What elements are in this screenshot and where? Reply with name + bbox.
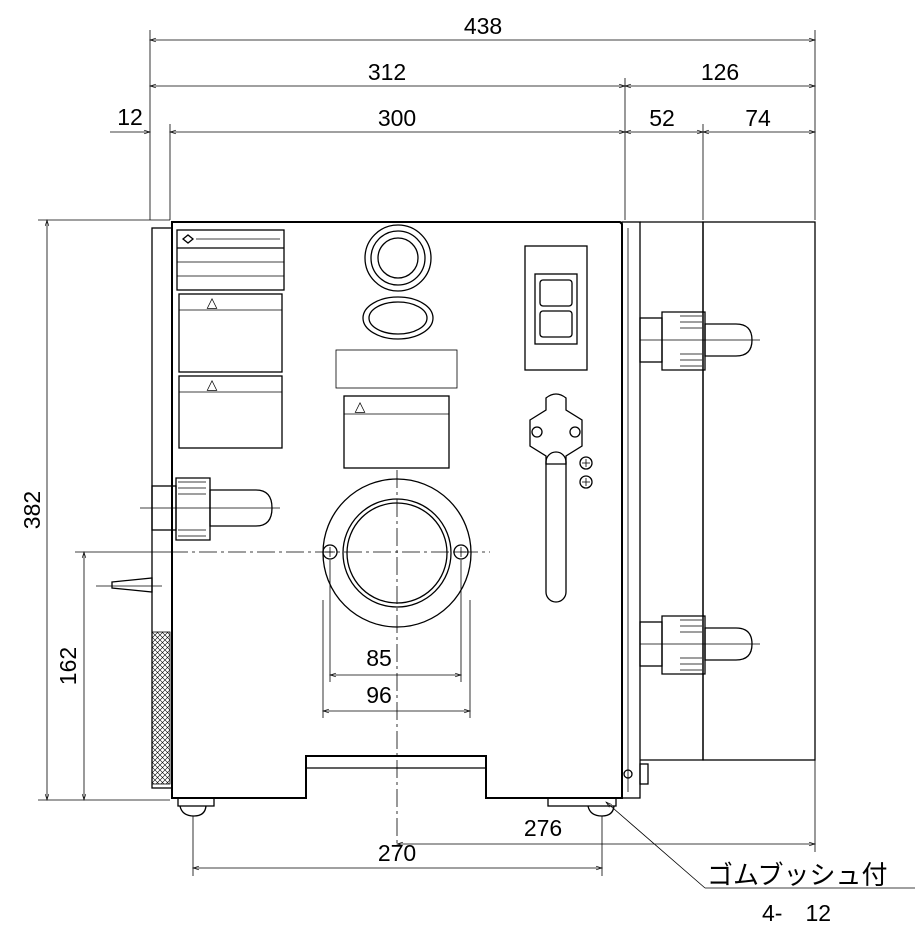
door-lever [529, 393, 593, 603]
dimension-312: 312 [148, 59, 627, 220]
oval-window [362, 296, 434, 340]
dimension-96: 96 [321, 600, 472, 718]
dimension-12: 12 [110, 104, 171, 220]
power-switch [524, 245, 588, 371]
dim-label-96: 96 [366, 682, 392, 708]
handle-left [96, 577, 162, 593]
diamond-logo-icon [181, 234, 195, 244]
dim-label-300: 300 [378, 105, 416, 131]
dim-label-438: 438 [464, 13, 502, 39]
dimension-270: 270 [191, 816, 604, 876]
warning-triangle-icon: △ [207, 294, 218, 310]
latch-upper-right [639, 311, 760, 371]
note-count: 4- 12 [762, 900, 831, 926]
dim-label-74: 74 [745, 105, 771, 131]
dim-label-276: 276 [524, 815, 562, 841]
dim-label-382: 382 [19, 491, 45, 529]
indicator-lamp [364, 224, 432, 292]
dimension-126: 126 [623, 59, 817, 89]
dimension-438: 438 [148, 13, 817, 220]
dimension-162: 162 [55, 550, 170, 802]
dim-label-12: 12 [117, 104, 143, 130]
dimension-85: 85 [328, 560, 463, 682]
warning-triangle-icon: △ [355, 398, 366, 414]
note-label: ゴムブッシュ付 [707, 860, 887, 890]
latch-left [140, 477, 280, 541]
knurled-grip [151, 631, 171, 785]
dim-label-126: 126 [701, 59, 739, 85]
label-panel-stack: △ △ [176, 229, 285, 449]
caution-label: △ [343, 395, 450, 469]
dimension-74: 74 [701, 105, 817, 135]
dimension-52: 52 [623, 105, 705, 220]
name-plate [335, 349, 458, 389]
dim-label-312: 312 [368, 59, 406, 85]
rubber-bushing-note: ゴムブッシュ付 4- 12 [605, 801, 915, 926]
latch-lower-right [639, 615, 760, 675]
dim-label-162: 162 [55, 647, 81, 685]
dim-label-52: 52 [649, 105, 675, 131]
dimension-276: 276 [395, 760, 817, 852]
dimension-300: 300 [168, 105, 627, 135]
dimension-382: 382 [19, 218, 170, 802]
dim-label-270: 270 [378, 840, 416, 866]
main-housing [151, 221, 816, 817]
port-flange [322, 478, 472, 628]
dim-label-85: 85 [366, 645, 392, 671]
warning-triangle-icon: △ [207, 376, 218, 392]
